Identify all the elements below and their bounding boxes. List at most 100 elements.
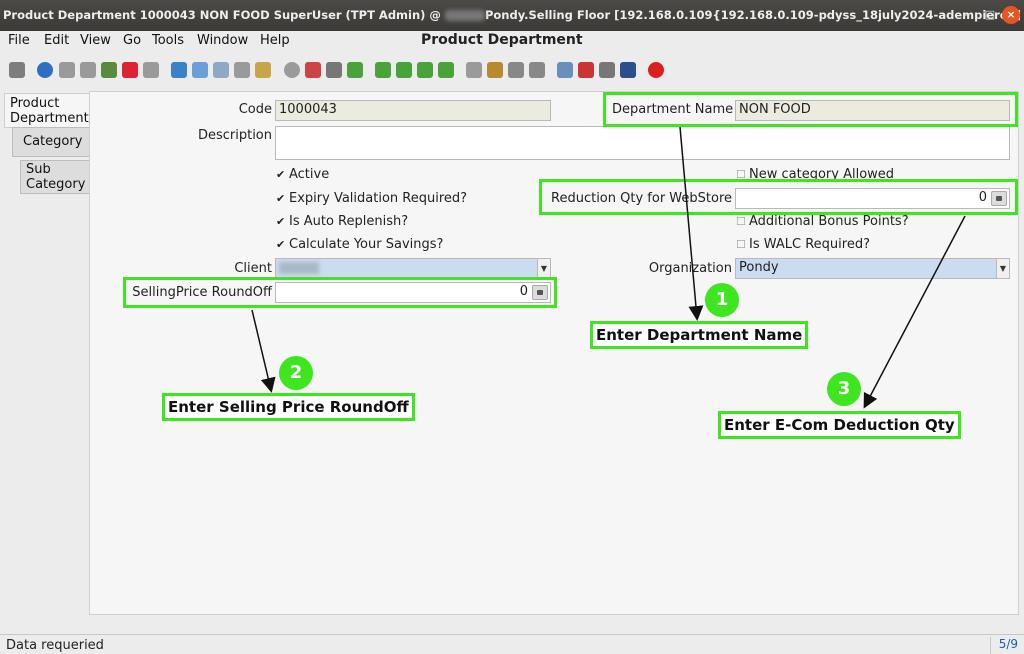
delete-icon[interactable] — [122, 62, 138, 78]
description-label: Description — [197, 128, 272, 143]
checkbox-unchecked-icon: ☐ — [736, 238, 746, 251]
selling-price-roundoff-value: 0 — [519, 284, 528, 299]
report-icon[interactable] — [466, 62, 482, 78]
bonus-points-checkbox[interactable]: ☐Additional Bonus Points? — [736, 214, 909, 229]
form-title: Product Department — [421, 32, 583, 48]
client-label: Client — [234, 261, 272, 276]
chat-icon[interactable] — [234, 62, 250, 78]
attachment-icon[interactable] — [213, 62, 229, 78]
menu-bar: File Edit View Go Tools Window Help Prod… — [0, 31, 1024, 53]
step-1-badge: 1 — [705, 283, 739, 317]
arrow-to-callout-3 — [863, 215, 966, 409]
new-category-label: New category Allowed — [749, 167, 895, 182]
previous-record-icon[interactable] — [396, 62, 412, 78]
checkbox-unchecked-icon: ☐ — [736, 168, 746, 181]
reduction-qty-field[interactable]: 0 — [735, 188, 1010, 209]
window-title-suffix: Pondy.Selling Floor [192.168.0.109{192.1… — [484, 8, 1021, 22]
menu-help[interactable]: Help — [260, 33, 290, 48]
next-record-icon[interactable] — [417, 62, 433, 78]
zoom-icon[interactable] — [557, 62, 573, 78]
tab-sub-category[interactable]: Sub Category — [20, 160, 90, 194]
callout-enter-selling-price-roundoff: Enter Selling Price RoundOff — [162, 393, 415, 421]
bonus-points-label: Additional Bonus Points? — [749, 214, 909, 229]
reduction-qty-value: 0 — [978, 190, 987, 205]
menu-icon[interactable] — [284, 62, 300, 78]
status-bar: Data requeried 5/9 — [0, 634, 1024, 654]
save-icon[interactable] — [101, 62, 117, 78]
print-preview-icon[interactable] — [508, 62, 524, 78]
archive-icon[interactable] — [487, 62, 503, 78]
product-info-icon[interactable] — [620, 62, 636, 78]
help-icon[interactable] — [37, 62, 53, 78]
close-window-button[interactable]: × — [1002, 6, 1020, 24]
savings-label: Calculate Your Savings? — [289, 237, 444, 252]
home-icon[interactable] — [305, 62, 321, 78]
menu-edit[interactable]: Edit — [44, 33, 70, 48]
undo-icon[interactable] — [9, 62, 25, 78]
back-icon[interactable] — [326, 62, 342, 78]
workflow-icon[interactable] — [578, 62, 594, 78]
selling-price-roundoff-label: SellingPrice RoundOff — [132, 285, 272, 300]
code-field[interactable]: 1000043 — [275, 100, 551, 121]
menu-view[interactable]: View — [80, 33, 111, 48]
arrow-to-callout-2 — [251, 309, 276, 393]
chevron-down-icon[interactable]: ▼ — [996, 259, 1009, 278]
selling-price-roundoff-highlight — [123, 277, 557, 308]
copy-record-icon[interactable] — [80, 62, 96, 78]
last-record-icon[interactable] — [438, 62, 454, 78]
active-checkbox[interactable]: ✔Active — [276, 167, 329, 182]
status-message: Data requeried — [6, 638, 104, 653]
walc-label: Is WALC Required? — [749, 237, 870, 252]
calculator-icon[interactable] — [532, 285, 548, 300]
minimize-button[interactable]: – — [963, 8, 969, 21]
redacted-client — [279, 261, 319, 274]
checkbox-unchecked-icon: ☐ — [736, 215, 746, 228]
calculate-savings-checkbox[interactable]: ✔Calculate Your Savings? — [276, 237, 443, 252]
organization-select[interactable]: Pondy ▼ — [735, 258, 1010, 279]
menu-window[interactable]: Window — [197, 33, 249, 48]
auto-replenish-label: Is Auto Replenish? — [289, 214, 409, 229]
auto-replenish-checkbox[interactable]: ✔Is Auto Replenish? — [276, 214, 408, 229]
refresh-icon[interactable] — [171, 62, 187, 78]
first-record-icon[interactable] — [375, 62, 391, 78]
toolbar — [0, 55, 1024, 87]
step-3-badge: 3 — [827, 372, 861, 406]
checkbox-checked-icon: ✔ — [276, 192, 286, 205]
callout-enter-department-name: Enter Department Name — [590, 321, 809, 349]
expiry-label: Expiry Validation Required? — [289, 191, 468, 206]
record-counter[interactable]: 5/9 — [990, 637, 1022, 654]
organization-value: Pondy — [739, 260, 779, 275]
checkbox-checked-icon: ✔ — [276, 215, 286, 228]
menu-file[interactable]: File — [8, 33, 30, 48]
form-panel — [89, 91, 1019, 615]
new-category-checkbox[interactable]: ☐New category Allowed — [736, 167, 894, 182]
history-icon[interactable] — [255, 62, 271, 78]
redacted-text — [444, 10, 485, 21]
expiry-validation-checkbox[interactable]: ✔Expiry Validation Required? — [276, 191, 467, 206]
calculator-icon[interactable] — [991, 191, 1007, 206]
callout-enter-ecom-deduction-qty: Enter E-Com Deduction Qty — [718, 411, 961, 439]
selling-price-roundoff-field[interactable]: 0 — [275, 282, 551, 303]
arrow-to-callout-1 — [679, 126, 704, 321]
walc-checkbox[interactable]: ☐Is WALC Required? — [736, 237, 870, 252]
description-field[interactable] — [275, 126, 1010, 160]
maximize-button[interactable]: □ — [984, 8, 996, 21]
reduction-qty-highlight — [539, 179, 1018, 215]
checkbox-checked-icon: ✔ — [276, 168, 286, 181]
chevron-down-icon[interactable]: ▼ — [537, 259, 550, 278]
print-document-icon[interactable] — [529, 62, 545, 78]
exit-icon[interactable] — [648, 62, 664, 78]
forward-icon[interactable] — [347, 62, 363, 78]
tab-product-department[interactable]: Product Department — [4, 93, 90, 128]
organization-label: Organization — [648, 261, 732, 276]
new-record-icon[interactable] — [59, 62, 75, 78]
department-name-field[interactable]: NON FOOD — [735, 100, 1010, 121]
checkbox-checked-icon: ✔ — [276, 238, 286, 251]
menu-tools[interactable]: Tools — [152, 33, 185, 48]
request-icon[interactable] — [599, 62, 615, 78]
menu-go[interactable]: Go — [123, 33, 142, 48]
find-icon[interactable] — [192, 62, 208, 78]
print-icon[interactable] — [143, 62, 159, 78]
department-name-highlight — [603, 92, 1018, 127]
